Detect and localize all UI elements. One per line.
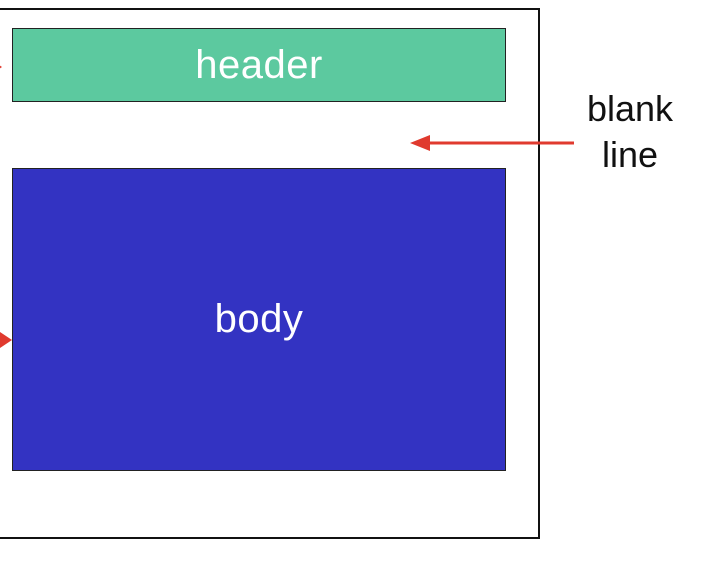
header-label: header bbox=[195, 42, 323, 87]
blank-line-annotation: blank line bbox=[563, 86, 697, 178]
body-box: body bbox=[12, 168, 506, 471]
header-box: header bbox=[12, 28, 506, 102]
body-label: body bbox=[214, 297, 304, 341]
annotation-line-1: blank bbox=[586, 88, 674, 129]
annotation-line-2: line bbox=[601, 134, 659, 175]
